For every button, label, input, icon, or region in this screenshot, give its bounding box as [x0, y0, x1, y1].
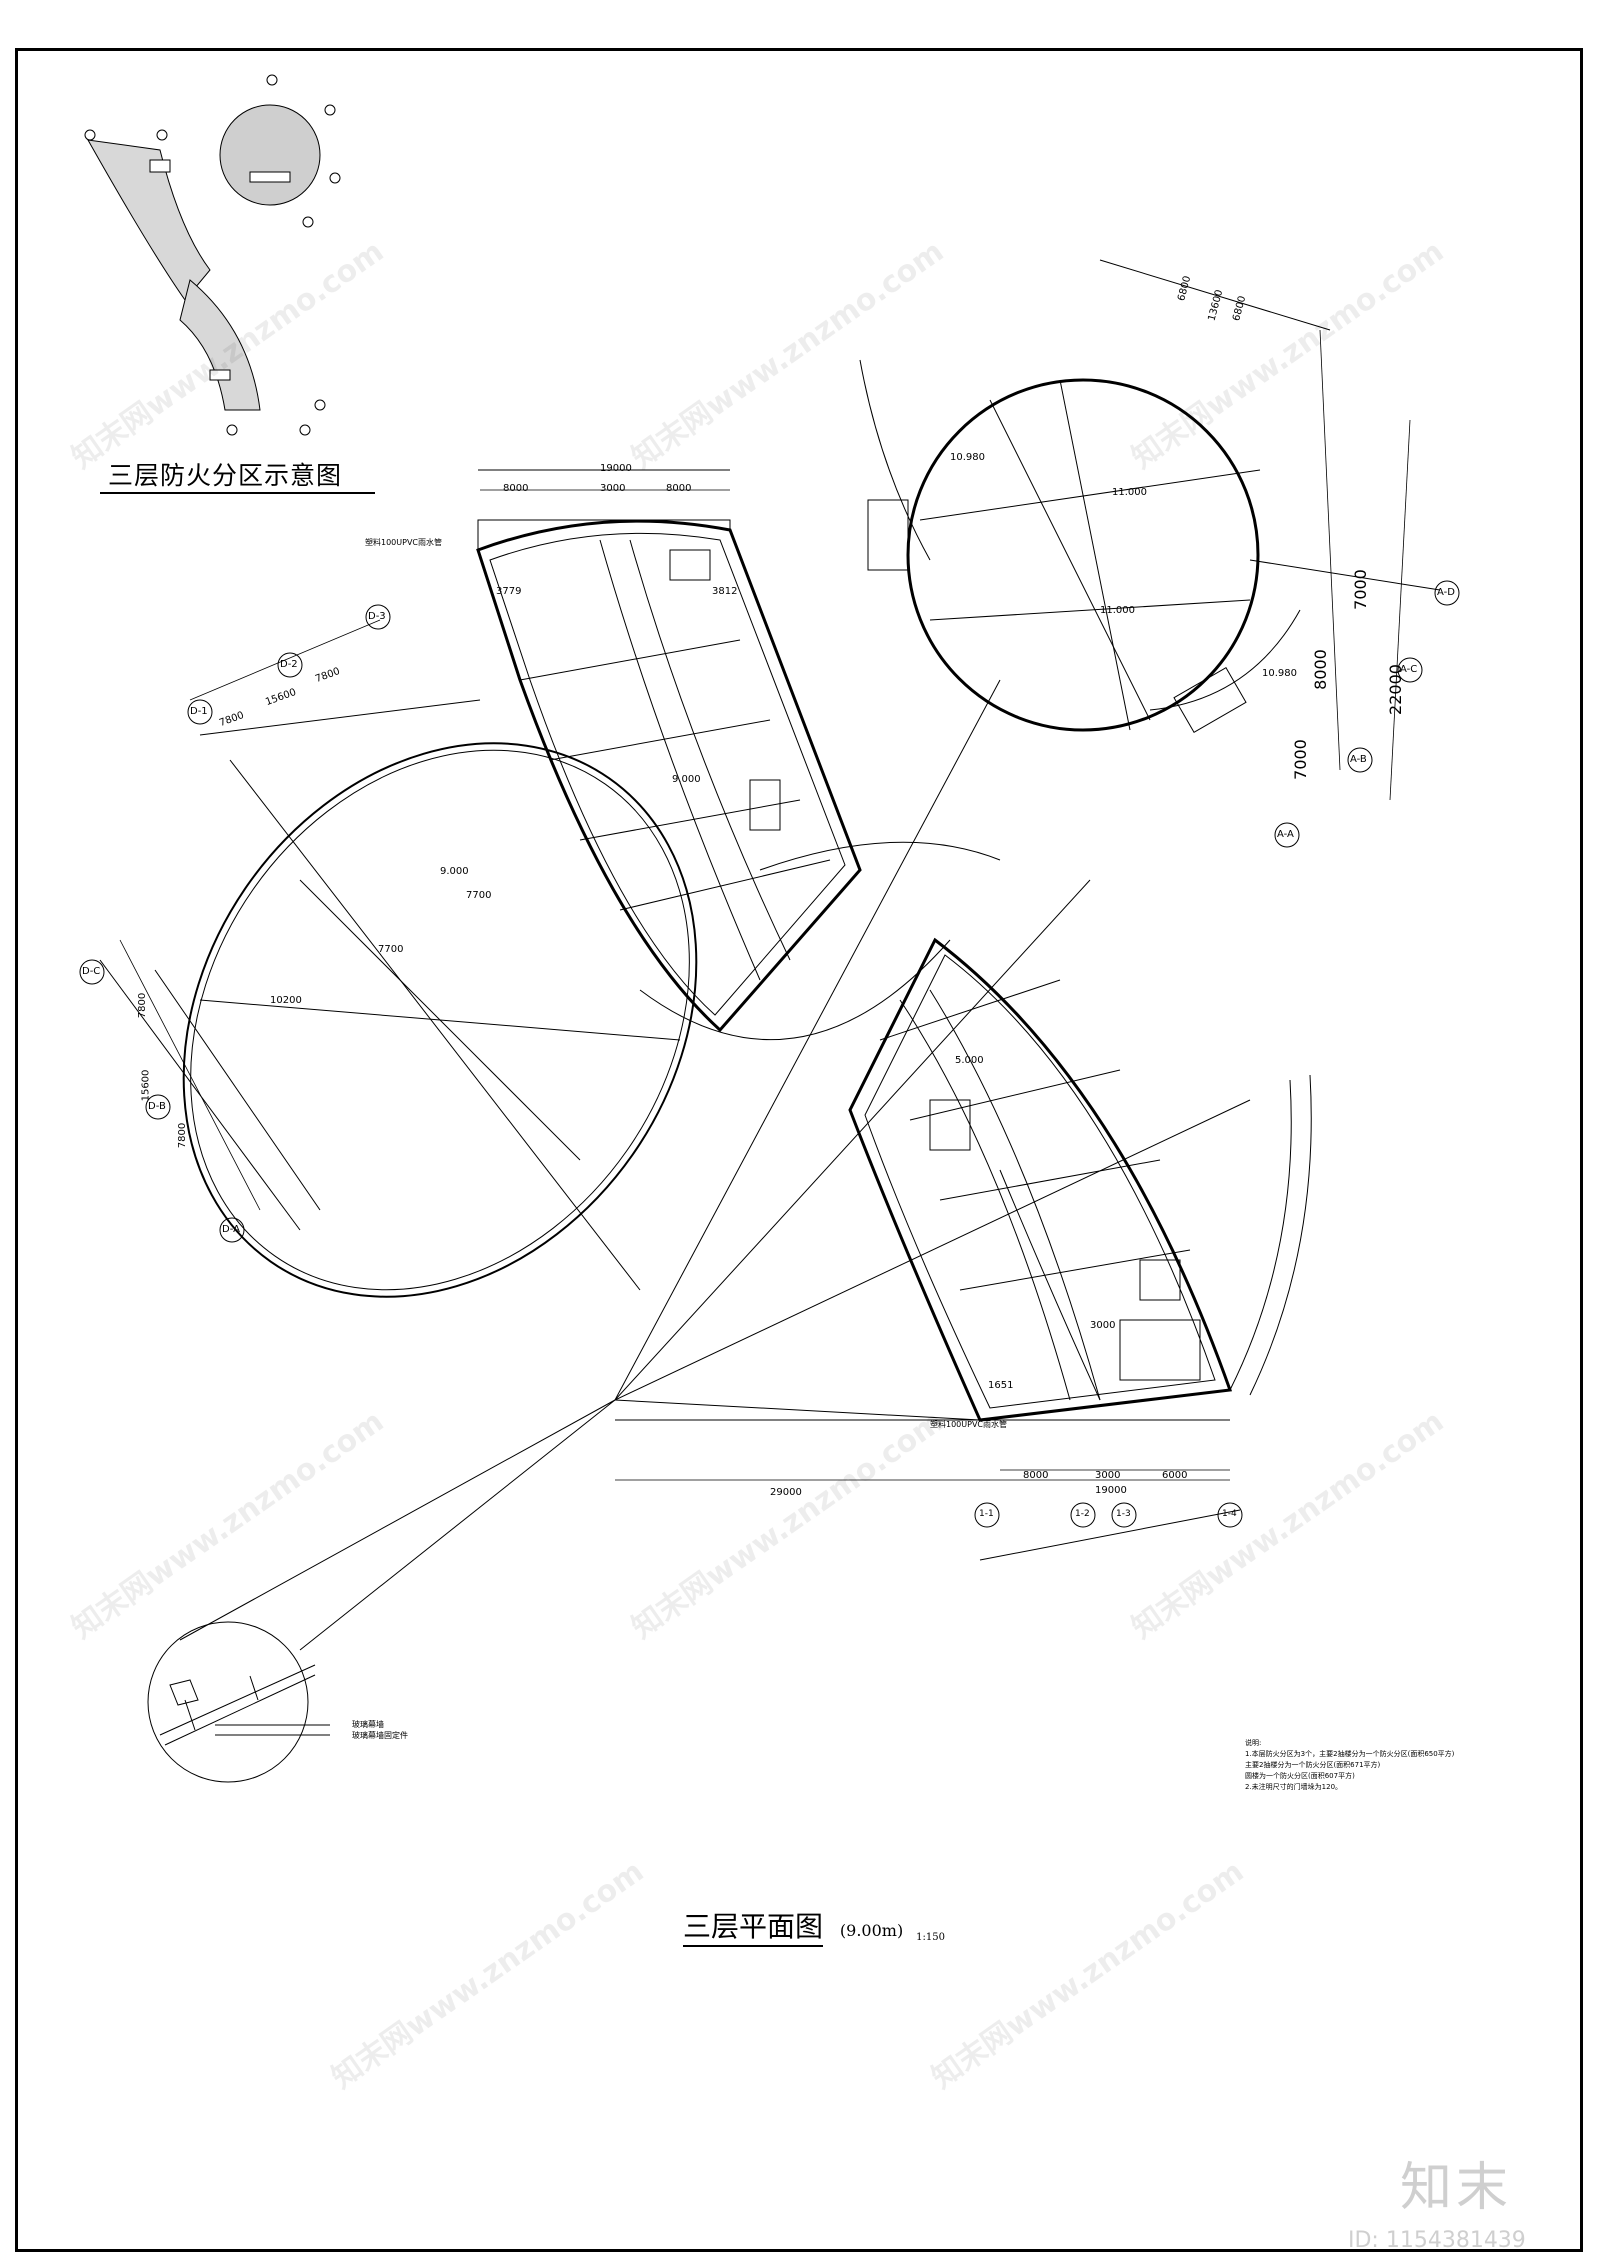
dim-misc-7: 10200	[270, 995, 302, 1006]
axis-dc: D-C	[82, 966, 101, 977]
notes-line: 圆楼为一个防火分区(面积607平方)	[1245, 1772, 1355, 1780]
dim-side-2: 8000	[1310, 649, 1330, 690]
axis-12: 1-2	[1075, 1509, 1090, 1519]
pipe-label-1: 塑料100UPVC雨水管	[365, 538, 443, 547]
axis-aa: A-A	[1277, 829, 1294, 840]
elev-5: 10.980	[1262, 668, 1297, 679]
elev-7: 11.000	[1100, 605, 1135, 616]
drawing-frame	[15, 48, 1583, 2252]
dim-3: 8000	[666, 483, 692, 494]
glass-curtain-label: 玻璃幕墙	[352, 1720, 384, 1729]
dim-misc-4: 3000	[1090, 1320, 1116, 1331]
dim-misc-3: 1651	[988, 1380, 1014, 1391]
plan-scale: 1:150	[916, 1932, 945, 1943]
dim-5: 8000	[1023, 1470, 1049, 1481]
notes-line: 主要2抽楼分为一个防火分区(面积671平方)	[1245, 1761, 1381, 1769]
plan-title: 三层平面图 (9.00m) 1:150	[683, 1905, 945, 1947]
elev-1: 9.000	[672, 774, 701, 785]
upper-curved-block	[476, 469, 862, 1033]
brand-logo: 知末	[1400, 2158, 1513, 2218]
dim-8: 19000	[1095, 1485, 1127, 1496]
axis-ab: A-B	[1350, 754, 1367, 765]
plan-elevation: (9.00m)	[839, 1921, 904, 1940]
dim-side-1: 7000	[1350, 569, 1370, 610]
glass-fix-label: 玻璃幕墙固定件	[352, 1731, 408, 1740]
notes-line: 2.未注明尺寸的门墙垛为120。	[1245, 1783, 1343, 1791]
dim-6: 3000	[1095, 1470, 1121, 1481]
axis-bubbles	[79, 580, 1460, 1528]
round-building	[859, 259, 1441, 734]
axis-da: D-A	[222, 1224, 240, 1235]
elev-2: 5.000	[955, 1055, 984, 1066]
plan-title-text: 三层平面图	[683, 1910, 824, 1947]
legend-title: 三层防火分区示意图	[108, 461, 343, 490]
axis-ad: A-D	[1437, 587, 1455, 598]
dim-misc-2: 3812	[712, 586, 738, 597]
axis-ac: A-C	[1400, 664, 1418, 675]
dim-misc-5: 7700	[466, 890, 492, 901]
axis-d3: D-3	[368, 611, 386, 622]
dim-misc-6: 7700	[378, 944, 404, 955]
axis-14: 1-4	[1222, 1509, 1237, 1519]
dim-4: 19000	[600, 463, 632, 474]
radial-geometry	[179, 679, 1251, 1651]
notes-line: 1.本层防火分区为3个，主要2抽楼分为一个防火分区(面积650平方)	[1245, 1750, 1455, 1758]
dim-2: 3000	[600, 483, 626, 494]
dimension-lines	[119, 329, 1411, 1481]
axis-d2: D-2	[280, 659, 298, 670]
elev-3: 9.000	[440, 866, 469, 877]
pipe-label-2: 塑料100UPVC雨水管	[930, 1420, 1008, 1429]
elev-6: 11.000	[1112, 487, 1147, 498]
notes-heading: 说明:	[1245, 1739, 1262, 1747]
curtain-wall-detail	[147, 1621, 330, 1783]
dim-misc-1: 3779	[496, 586, 522, 597]
notes-block: 说明: 1.本层防火分区为3个，主要2抽楼分为一个防火分区(面积650平方) 主…	[1245, 1738, 1454, 1793]
dim-left-5: 15600	[140, 1069, 152, 1102]
axis-d1: D-1	[190, 706, 208, 717]
axis-13: 1-3	[1116, 1509, 1131, 1519]
legend-underline	[100, 492, 375, 494]
dim-radius: 29000	[770, 1487, 802, 1498]
dim-1: 8000	[503, 483, 529, 494]
lower-curved-block	[848, 937, 1312, 1422]
left-circle-hall	[99, 699, 698, 1298]
dim-left-4: 7800	[137, 992, 149, 1019]
dim-left-6: 7800	[177, 1122, 189, 1149]
dim-side-3: 7000	[1290, 739, 1310, 780]
elev-4: 10.980	[950, 452, 985, 463]
fire-zone-legend	[84, 74, 341, 436]
axis-11: 1-1	[979, 1509, 994, 1519]
axis-db: D-B	[148, 1101, 166, 1112]
dim-7: 6000	[1162, 1470, 1188, 1481]
image-id: ID: 1154381439	[1348, 2228, 1526, 2253]
